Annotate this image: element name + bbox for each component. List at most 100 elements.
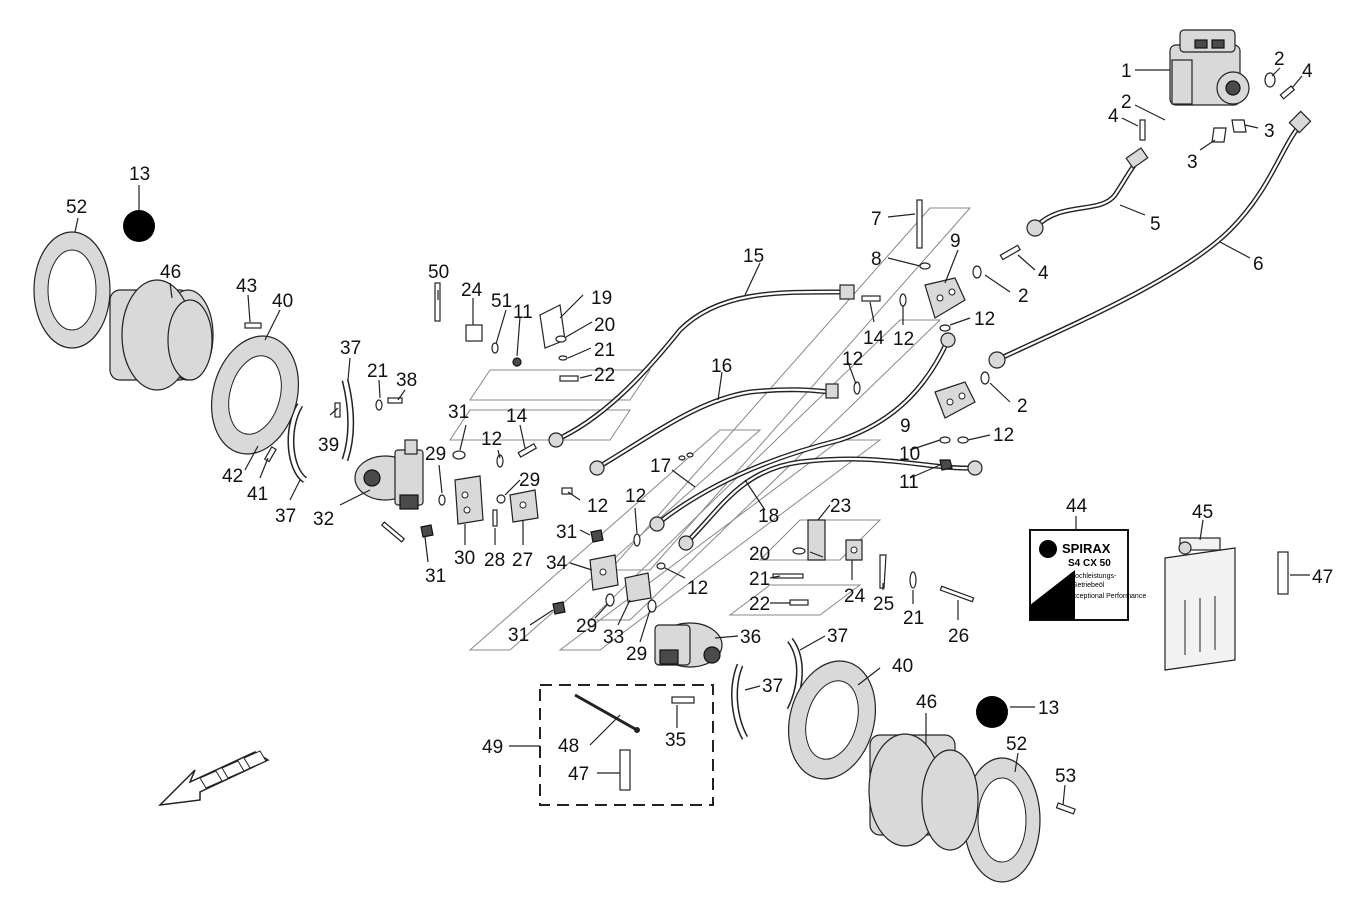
callout-10: 10 [899, 444, 920, 465]
callout-9: 9 [950, 231, 961, 252]
callout-14: 14 [506, 406, 528, 427]
callout-13: 13 [1038, 698, 1059, 719]
flange-icon [210, 335, 877, 780]
callout-6: 6 [1253, 254, 1264, 275]
callout-8: 8 [871, 249, 882, 270]
callout-22: 22 [594, 365, 615, 386]
callout-2: 2 [1274, 49, 1285, 70]
callout-24: 24 [844, 586, 866, 607]
callout-26: 26 [948, 626, 969, 647]
callout-31: 31 [425, 566, 446, 587]
callout-23: 23 [830, 496, 851, 517]
callout-40: 40 [272, 291, 293, 312]
callout-47: 47 [1312, 567, 1333, 588]
callout-42: 42 [222, 466, 243, 487]
callout-17: 17 [650, 456, 671, 477]
callout-12: 12 [842, 349, 863, 370]
callout-4: 4 [1108, 106, 1119, 127]
callout-21: 21 [749, 569, 770, 590]
callout-51: 51 [491, 291, 512, 312]
callout-52: 52 [66, 197, 87, 218]
callout-43: 43 [236, 276, 257, 297]
callout-22: 22 [749, 594, 770, 615]
callout-2: 2 [1018, 286, 1029, 307]
callout-15: 15 [743, 246, 764, 267]
callout-46: 46 [160, 262, 181, 283]
callout-30: 30 [454, 548, 475, 569]
travel-motor-icon [354, 439, 723, 668]
hardware-items [244, 199, 1076, 815]
manifold-block-icon [454, 475, 863, 603]
callout-31: 31 [556, 522, 577, 543]
callout-18: 18 [758, 506, 779, 527]
callout-27: 27 [512, 550, 533, 571]
callout-3: 3 [1264, 121, 1275, 142]
callout-7: 7 [871, 209, 882, 230]
callout-12: 12 [993, 425, 1014, 446]
valve-block-icon [924, 277, 976, 419]
callout-12: 12 [481, 429, 502, 450]
callout-37: 37 [275, 506, 296, 527]
callout-37: 37 [340, 338, 361, 359]
callout-36: 36 [740, 627, 761, 648]
callout-21: 21 [594, 340, 615, 361]
callout-16: 16 [711, 356, 732, 377]
callout-41: 41 [247, 484, 268, 505]
callout-35: 35 [665, 730, 686, 751]
callout-33: 33 [603, 627, 624, 648]
callout-labels: 1 2 2 2 2 3 3 4 4 4 5 6 7 8 9 9 10 11 11… [66, 49, 1333, 787]
oil-brand: SPIRAX [1062, 541, 1111, 556]
leader-lines [74, 67, 1310, 806]
callout-29: 29 [519, 470, 540, 491]
callout-21: 21 [367, 361, 388, 382]
callout-29: 29 [576, 616, 597, 637]
callout-46: 46 [916, 692, 937, 713]
oil-line2: Getriebeöl [1072, 582, 1105, 589]
service-kit-box [539, 551, 1289, 806]
oil-grade: S4 CX 50 [1068, 558, 1111, 569]
callout-20: 20 [594, 315, 615, 336]
callout-12: 12 [974, 309, 995, 330]
callout-44: 44 [1066, 496, 1088, 517]
callout-53: 53 [1055, 766, 1076, 787]
callout-11: 11 [899, 472, 919, 493]
callout-24: 24 [461, 280, 483, 301]
oil-can-icon: SPIRAX S4 CX 50 Hochleistungs- Getriebeö… [1029, 529, 1236, 671]
callout-31: 31 [508, 625, 529, 646]
callout-39: 39 [318, 435, 339, 456]
callout-37: 37 [762, 676, 783, 697]
callout-2: 2 [1121, 92, 1132, 113]
callout-20: 20 [749, 544, 770, 565]
callout-29: 29 [626, 644, 647, 665]
callout-12: 12 [587, 496, 608, 517]
callout-50: 50 [428, 262, 449, 283]
callout-12: 12 [625, 486, 646, 507]
gearbox-icon [33, 210, 1041, 883]
callout-25: 25 [873, 594, 894, 615]
callout-12: 12 [687, 578, 708, 599]
callout-4: 4 [1302, 61, 1313, 82]
callout-14: 14 [863, 328, 885, 349]
callout-38: 38 [396, 370, 417, 391]
hose-icon [548, 110, 1312, 551]
callout-1: 1 [1121, 61, 1132, 82]
callout-45: 45 [1192, 502, 1213, 523]
oil-line3: Exceptional Performance [1068, 593, 1146, 600]
callout-29: 29 [425, 444, 446, 465]
hydraulic-pump-icon [1169, 29, 1250, 106]
callout-9: 9 [900, 416, 911, 437]
oil-line1: Hochleistungs- [1070, 573, 1117, 580]
callout-11: 11 [513, 302, 533, 323]
callout-34: 34 [546, 553, 568, 574]
callout-12: 12 [893, 329, 914, 350]
callout-21: 21 [903, 608, 924, 629]
callout-13: 13 [129, 164, 150, 185]
direction-arrow-icon [157, 750, 270, 807]
callout-19: 19 [591, 288, 612, 309]
callout-31: 31 [448, 402, 469, 423]
callout-2: 2 [1017, 396, 1028, 417]
callout-49: 49 [482, 737, 503, 758]
callout-48: 48 [558, 736, 579, 757]
